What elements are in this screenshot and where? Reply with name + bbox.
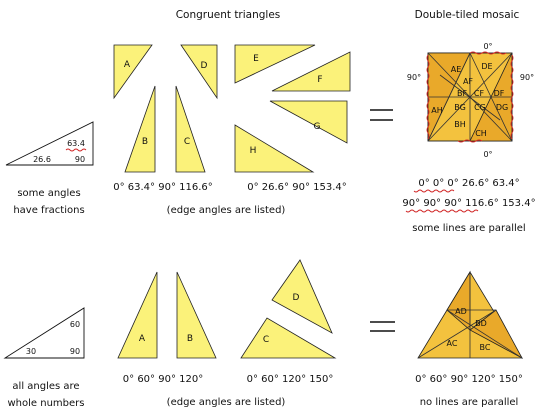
svg-text:BD: BD [475, 319, 487, 328]
bottom-example-angle-a: 60 [70, 320, 80, 329]
tile-d: D [180, 44, 218, 100]
svg-text:H: H [250, 146, 257, 156]
svg-text:F: F [317, 75, 322, 85]
bottom-angles-left: 0° 60° 90° 120° [123, 374, 203, 385]
svg-text:CH: CH [475, 129, 487, 138]
tile-c-bottom: C [240, 317, 337, 359]
tile-d-bottom: D [271, 259, 333, 334]
tile-e: E [234, 44, 316, 84]
top-sum-line1: 0° 0° 0° 26.6° 63.4° [418, 178, 519, 189]
bottom-caption-line1: all angles are [12, 381, 79, 392]
svg-text:DE: DE [481, 62, 492, 71]
svg-text:DF: DF [494, 89, 505, 98]
bottom-result: no lines are parallel [420, 397, 519, 408]
svg-text:AD: AD [455, 307, 467, 316]
top-angles-right: 0° 26.6° 90° 153.4° [247, 182, 347, 193]
tile-b: B [124, 85, 156, 173]
mosaic-angle-left: 90° [407, 73, 421, 82]
bottom-example-angle-b: 30 [26, 347, 36, 356]
svg-text:C: C [263, 335, 269, 345]
top-result: some lines are parallel [412, 223, 525, 234]
tile-a-bottom: A [117, 271, 158, 359]
svg-text:A: A [124, 60, 131, 70]
mosaic-angle-bottom: 0° [483, 150, 492, 159]
top-example-angle-a: 63.4 [67, 139, 85, 148]
svg-text:AE: AE [451, 65, 462, 74]
svg-text:AH: AH [431, 106, 443, 115]
tile-h: H [234, 124, 315, 173]
svg-text:CF: CF [474, 89, 485, 98]
top-example-angle-b: 26.6 [33, 155, 51, 164]
bottom-example-angle-c: 90 [70, 347, 80, 356]
top-angles-left: 0° 63.4° 90° 116.6° [113, 182, 213, 193]
svg-text:G: G [314, 122, 321, 132]
svg-text:DG: DG [496, 103, 508, 112]
top-sum-line2: 90° 90° 90° 116.6° 153.4° [402, 198, 535, 209]
bottom-tiles-group: A B D C [117, 259, 337, 359]
svg-text:B: B [142, 137, 148, 147]
tile-c: C [175, 85, 206, 173]
bottom-mosaic: AD BD AC BC [417, 270, 523, 359]
svg-text:BH: BH [454, 120, 466, 129]
svg-text:D: D [201, 61, 208, 71]
title-congruent-triangles: Congruent triangles [176, 9, 281, 21]
top-example-triangle: 63.4 26.6 90 [5, 121, 94, 166]
tile-b-bottom: B [176, 271, 217, 359]
top-edge-note: (edge angles are listed) [167, 205, 286, 216]
svg-text:BF: BF [457, 89, 467, 98]
top-mosaic: AE DE AF BF CF DF AH BG CG DG BH CH [426, 51, 514, 143]
tile-f: F [271, 51, 351, 92]
svg-text:BC: BC [480, 343, 491, 352]
svg-text:D: D [293, 293, 300, 303]
top-tiles-group: A D B C E F G H [113, 44, 351, 173]
bottom-example-triangle: 60 30 90 [3, 307, 85, 359]
svg-text:C: C [184, 137, 190, 147]
bottom-angles-right: 0° 60° 120° 150° [247, 374, 334, 385]
equals-sign-top [370, 109, 393, 121]
bottom-edge-note: (edge angles are listed) [167, 397, 286, 408]
title-double-tiled-mosaic: Double-tiled mosaic [415, 9, 520, 21]
tile-a: A [113, 44, 153, 100]
top-caption-line2: have fractions [13, 205, 84, 216]
bottom-sum-line: 0° 60° 90° 120° 150° [415, 374, 523, 385]
svg-text:AF: AF [463, 77, 473, 86]
top-example-angle-c: 90 [75, 155, 85, 164]
mosaic-angle-right: 90° [520, 73, 534, 82]
equals-sign-bottom [370, 321, 395, 332]
svg-text:AC: AC [447, 339, 458, 348]
svg-text:BG: BG [454, 103, 466, 112]
svg-text:CG: CG [474, 103, 486, 112]
bottom-caption-line2: whole numbers [8, 398, 85, 409]
tile-g: G [269, 100, 348, 144]
mosaic-angle-top: 0° [483, 42, 492, 51]
svg-text:B: B [187, 334, 193, 344]
top-caption-line1: some angles [17, 188, 80, 199]
svg-text:E: E [253, 54, 259, 64]
svg-text:A: A [139, 334, 146, 344]
